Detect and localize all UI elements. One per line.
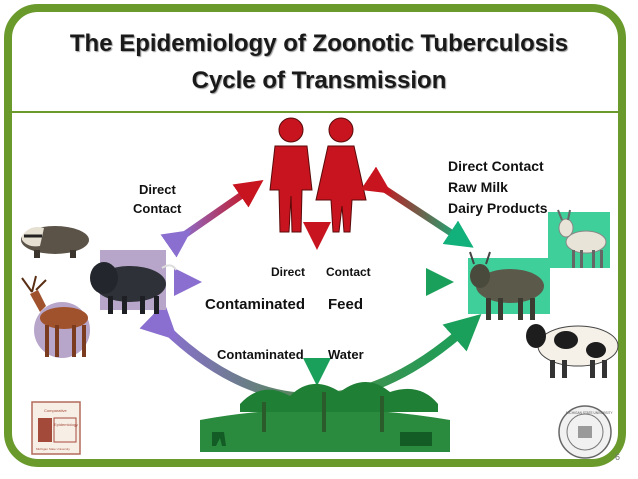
label-direct-left: Direct	[139, 182, 176, 197]
humans-icon	[269, 117, 367, 233]
logo-text-1: Comparative	[44, 408, 67, 413]
page-number: 6	[615, 452, 621, 462]
title-divider	[12, 111, 626, 113]
bison-icon	[90, 250, 177, 314]
badger-icon	[21, 226, 89, 258]
comparative-epidemiology-logo	[31, 401, 81, 455]
arrow-humans-bison	[160, 180, 264, 258]
label-contact-center: Contact	[326, 265, 371, 279]
goat-icon	[548, 209, 610, 268]
label-dairy-products: Dairy Products	[448, 200, 548, 216]
label-contact-left: Contact	[133, 201, 182, 216]
arrow-humans-cattle	[360, 166, 474, 248]
cow-icon	[526, 324, 619, 378]
slide-subtitle: Cycle of Transmission	[191, 67, 447, 94]
logo-text-2: Epidemiology	[54, 422, 78, 427]
label-contaminated-feed-1: Contaminated	[205, 296, 306, 313]
label-raw-milk: Raw Milk	[448, 179, 508, 195]
logo-text-3: Michigan State University	[36, 447, 70, 451]
label-direct-center: Direct	[271, 265, 306, 279]
seal-text: MICHIGAN STATE UNIVERSITY	[566, 411, 614, 415]
university-seal	[558, 405, 612, 459]
label-contaminated-water-1: Contaminated	[217, 347, 304, 362]
label-direct-contact-right: Direct Contact	[448, 158, 544, 174]
label-contaminated-feed-2: Feed	[328, 296, 364, 313]
deer-icon	[21, 275, 90, 358]
label-contaminated-water-2: Water	[328, 347, 364, 362]
cattle-icon	[468, 251, 550, 320]
slide-title: The Epidemiology of Zoonotic Tuberculosi…	[69, 30, 569, 57]
forest-scene-icon	[200, 382, 450, 452]
